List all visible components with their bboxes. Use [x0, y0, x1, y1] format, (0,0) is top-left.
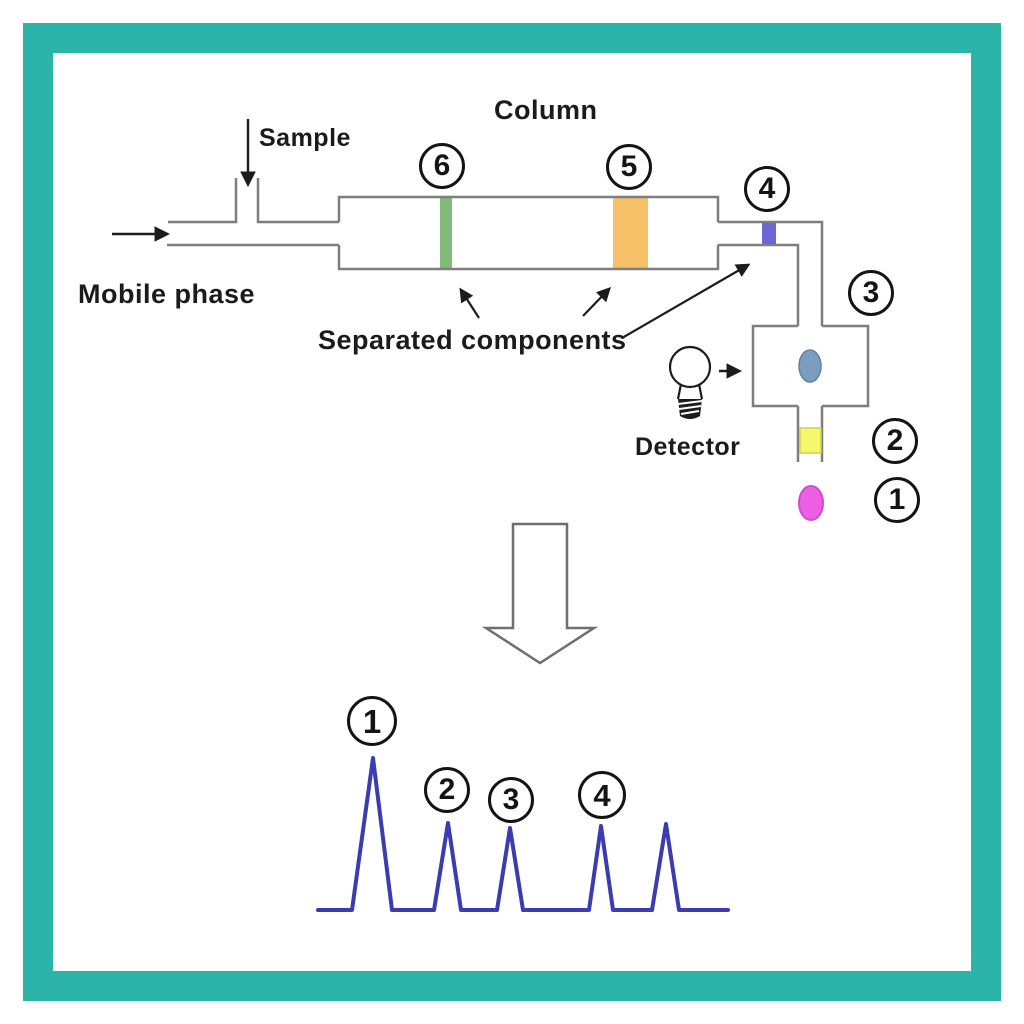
detector-label: Detector [635, 433, 741, 461]
sample-label: Sample [259, 124, 351, 152]
column-outline [337, 195, 720, 271]
light-bulb-icon [668, 345, 712, 419]
separated-arrow-blue [621, 263, 751, 339]
peak-label-2: 2 [424, 767, 470, 813]
green-band [440, 198, 452, 268]
orange-band [613, 198, 648, 268]
marker-1: 1 [874, 477, 920, 523]
marker-4: 4 [744, 166, 790, 212]
peak-label-1: 1 [347, 696, 397, 746]
marker-2: 2 [872, 418, 918, 464]
chromatogram-line [316, 756, 730, 912]
peak-label-4: 4 [578, 771, 626, 819]
separated-arrow-orange [582, 286, 611, 317]
column-label: Column [494, 95, 598, 125]
pink-droplet [798, 485, 824, 521]
outlet-tube [718, 220, 824, 326]
separated-components-label: Separated components [318, 325, 627, 355]
yellow-band [799, 427, 822, 454]
frame-border [23, 23, 1001, 1001]
marker-5: 5 [606, 144, 652, 190]
big-down-arrow-icon [481, 522, 599, 665]
marker-3: 3 [848, 270, 894, 316]
marker-6: 6 [419, 143, 465, 189]
flow-cell [751, 324, 870, 462]
inlet-tube [167, 178, 339, 247]
separated-arrow-green [459, 287, 480, 319]
blue-band [762, 223, 776, 244]
mobile-phase-label: Mobile phase [78, 279, 256, 309]
cell-sample-ellipse [798, 349, 822, 383]
peak-label-3: 3 [488, 777, 534, 823]
